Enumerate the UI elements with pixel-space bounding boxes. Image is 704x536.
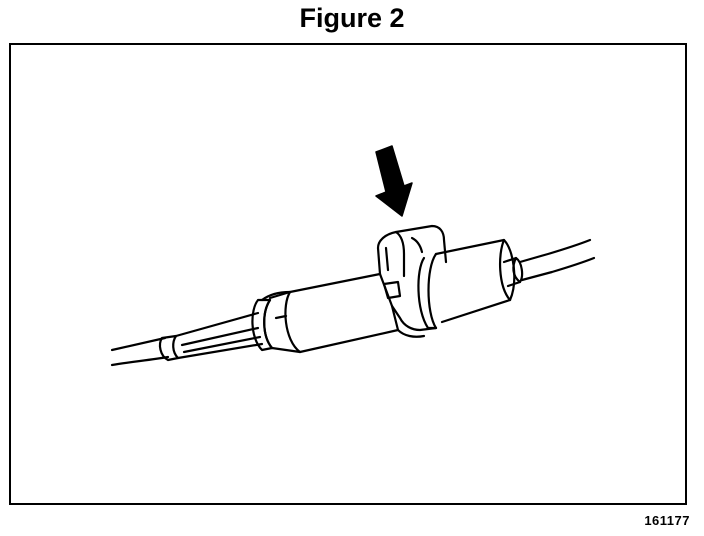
- figure-frame: [9, 43, 687, 505]
- reference-number: 161177: [644, 513, 690, 528]
- mating-connector: [417, 256, 438, 330]
- arrow-down-right-icon: [375, 145, 413, 217]
- lock-tab: [376, 224, 448, 276]
- connector-body: [268, 272, 400, 354]
- figure-title: Figure 2: [299, 3, 405, 33]
- right-wire: [518, 238, 592, 264]
- left-wire: [110, 336, 167, 352]
- left-wire-lower: [110, 355, 170, 367]
